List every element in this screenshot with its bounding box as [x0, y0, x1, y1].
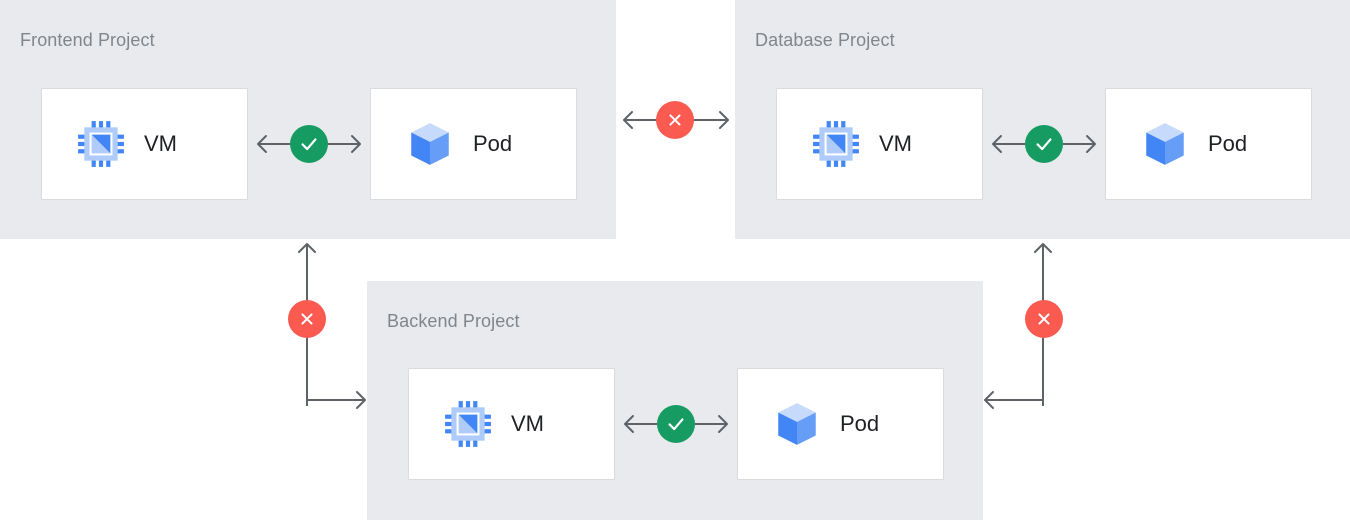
vm-chip-icon	[445, 401, 491, 447]
node-card-frontend-pod[interactable]: Pod	[370, 88, 577, 200]
node-label-database-vm: VM	[879, 131, 912, 156]
check-icon	[668, 418, 684, 431]
node-label-database-pod: Pod	[1208, 131, 1248, 156]
status-badge-allowed-backend[interactable]	[657, 405, 695, 443]
node-card-database-pod[interactable]: Pod	[1105, 88, 1312, 200]
status-badge-blocked-frontend-database[interactable]	[656, 101, 694, 139]
node-label-backend-pod: Pod	[840, 411, 880, 436]
status-badge-allowed-frontend[interactable]	[290, 125, 328, 163]
check-icon	[301, 138, 317, 151]
node-card-backend-pod[interactable]: Pod	[737, 368, 944, 480]
pod-cube-icon	[1146, 123, 1184, 165]
cross-icon	[301, 313, 313, 325]
vm-chip-icon	[813, 121, 859, 167]
check-icon	[1036, 138, 1052, 151]
panel-frontend-project[interactable]: Frontend Project VM	[0, 0, 616, 239]
node-card-backend-vm[interactable]: VM	[408, 368, 615, 480]
node-label-backend-vm: VM	[511, 411, 544, 436]
panel-backend-project[interactable]: Backend Project VM	[367, 281, 983, 520]
pod-cube-icon	[411, 123, 449, 165]
pod-cube-icon	[778, 403, 816, 445]
node-label-frontend-pod: Pod	[473, 131, 513, 156]
panel-title-database: Database Project	[755, 30, 895, 50]
node-card-database-vm[interactable]: VM	[776, 88, 983, 200]
cross-icon	[669, 114, 681, 126]
status-badge-blocked-backend-frontend[interactable]	[288, 300, 326, 338]
node-label-frontend-vm: VM	[144, 131, 177, 156]
panel-database-project[interactable]: Database Project VM	[735, 0, 1350, 239]
node-card-frontend-vm[interactable]: VM	[41, 88, 248, 200]
panel-title-frontend: Frontend Project	[20, 30, 155, 50]
status-badge-blocked-backend-database[interactable]	[1025, 300, 1063, 338]
cross-icon	[1038, 313, 1050, 325]
panel-title-backend: Backend Project	[387, 311, 520, 331]
vm-chip-icon	[78, 121, 124, 167]
status-badge-allowed-database[interactable]	[1025, 125, 1063, 163]
